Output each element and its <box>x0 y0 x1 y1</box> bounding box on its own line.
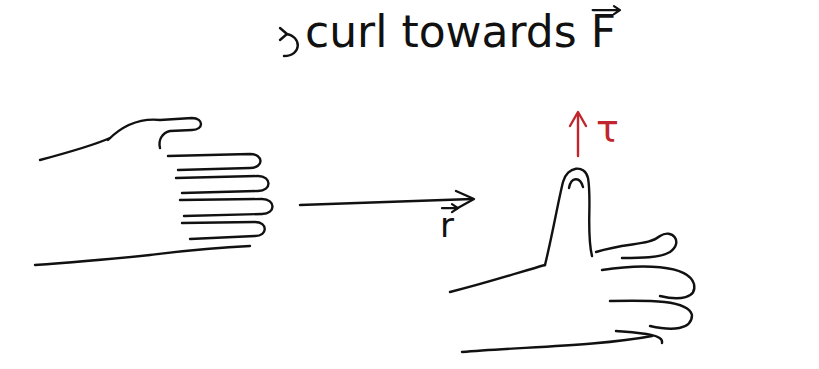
torque-label: τ <box>596 110 619 148</box>
flat-hand <box>35 118 273 265</box>
position-vector-label: r <box>440 208 454 242</box>
curl-symbol <box>280 28 298 56</box>
thumbs-up-hand <box>450 169 694 352</box>
transition-arrow <box>300 191 474 209</box>
torque-arrow <box>570 112 586 156</box>
curl-note: curl towards F <box>305 10 616 54</box>
